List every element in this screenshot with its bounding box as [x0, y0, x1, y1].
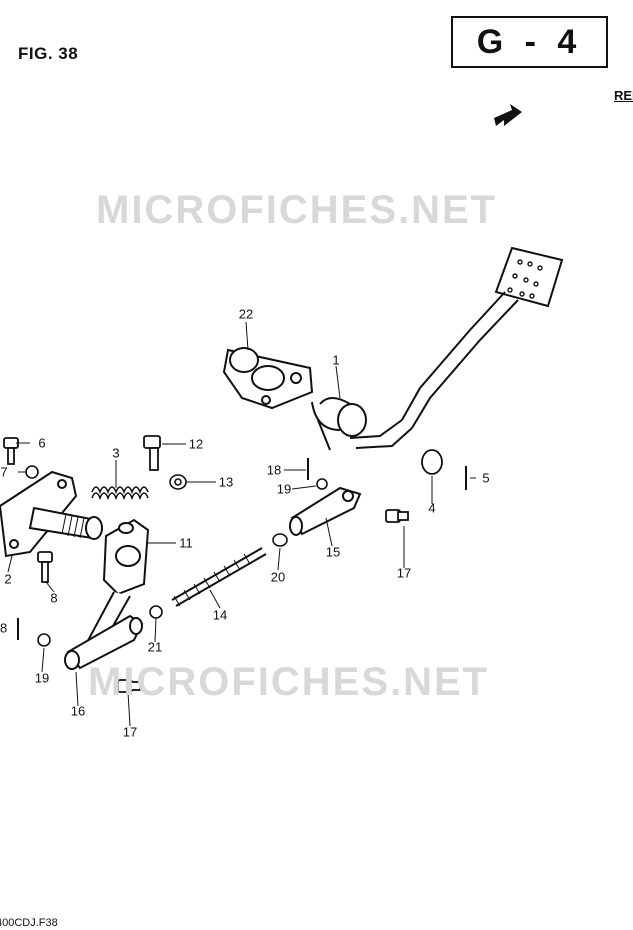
- callout-5: 5: [482, 470, 490, 486]
- callout-20: 20: [270, 569, 286, 585]
- watermark-bottom: MICROFICHES.NET: [88, 660, 490, 704]
- ref-label: REF: [614, 88, 633, 103]
- group-code-box: G - 4: [451, 16, 608, 68]
- brake-pedal-part: [311, 246, 564, 451]
- callout-7: 7: [0, 464, 8, 480]
- callout-14: 14: [212, 607, 228, 623]
- callout-15: 15: [325, 544, 341, 560]
- callout-21: 21: [147, 639, 163, 655]
- lower-joint-part: [64, 614, 144, 670]
- return-spring-part: [91, 486, 149, 501]
- footer-code: 400CDJ.F38: [0, 917, 58, 929]
- callout-19-right: 19: [276, 481, 292, 497]
- brake-rod-part: [171, 547, 267, 607]
- callout-1: 1: [332, 352, 340, 368]
- callout-6: 6: [38, 435, 46, 451]
- watermark-top: MICROFICHES.NET: [96, 188, 498, 232]
- callout-4: 4: [428, 500, 436, 516]
- callout-18-left: 18: [0, 620, 8, 636]
- callout-12: 12: [188, 436, 204, 452]
- callout-18-right: 18: [266, 462, 282, 478]
- callout-8: 8: [50, 590, 58, 606]
- callout-3: 3: [112, 445, 120, 461]
- pedal-bracket-part: [222, 347, 314, 410]
- callout-19-left: 19: [34, 670, 50, 686]
- rod-joint-part: [289, 486, 362, 536]
- callout-2: 2: [4, 571, 12, 587]
- callout-17-right: 17: [396, 565, 412, 581]
- callout-11: 11: [179, 535, 193, 551]
- cotter-pins-group: [17, 458, 467, 640]
- callout-22: 22: [238, 306, 254, 322]
- callout-13: 13: [218, 474, 234, 490]
- leader-lines: [7, 321, 476, 727]
- callout-16: 16: [70, 703, 86, 719]
- figure-label: FIG. 38: [18, 44, 79, 63]
- callout-17-bottom: 17: [122, 724, 138, 740]
- shaft-bracket-part: [0, 470, 103, 558]
- direction-arrow-icon: [494, 104, 522, 126]
